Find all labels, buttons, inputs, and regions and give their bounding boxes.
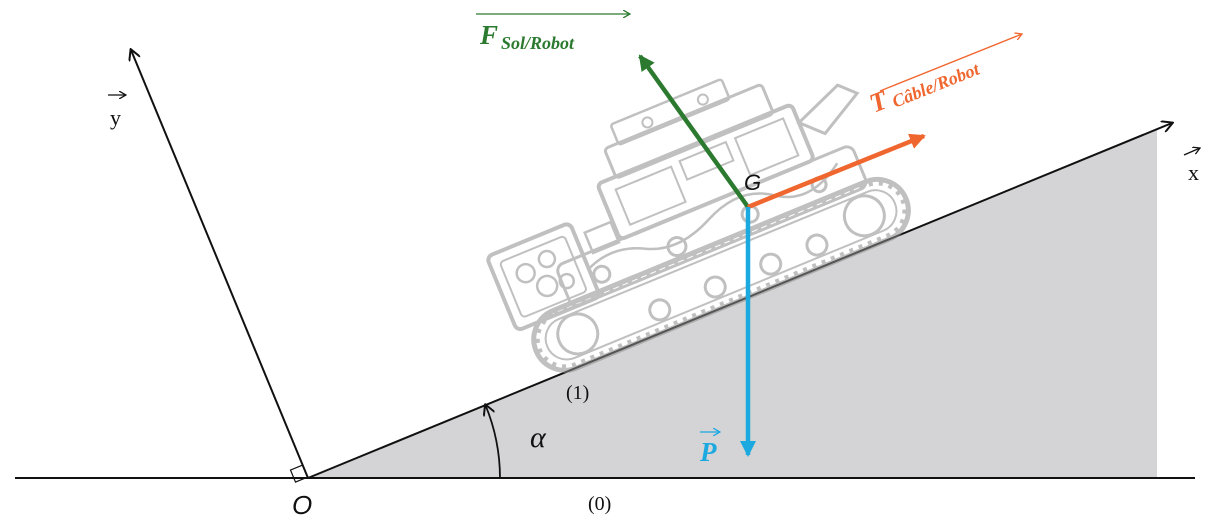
- cable-force-label-group: TCâble/Robot: [865, 48, 983, 119]
- y-axis-label: y: [110, 105, 121, 130]
- weight-label: P: [699, 437, 717, 467]
- ground-label: (0): [588, 493, 611, 515]
- cable-force-arrow: [747, 133, 926, 210]
- cable-force-vector-bar: [879, 34, 1022, 92]
- cable-force-subscript: Câble/Robot: [889, 58, 983, 111]
- ground-force-subscript: Sol/Robot: [501, 33, 575, 53]
- x-axis-vector-bar: [1183, 148, 1200, 156]
- slope-label: (1): [566, 382, 589, 404]
- x-axis-label: x: [1188, 160, 1199, 185]
- right-angle-mark: [289, 464, 308, 483]
- ground-force-symbol: F: [479, 20, 498, 50]
- angle-label: α: [530, 421, 547, 454]
- cable-force-label: TCâble/Robot: [865, 48, 983, 119]
- origin-label: O: [292, 490, 312, 520]
- angle-arc: [486, 405, 501, 479]
- y-axis: [131, 50, 309, 479]
- ground-force-arrow: [638, 54, 750, 209]
- center-of-mass-label: G: [744, 170, 761, 195]
- cable-force-symbol: T: [865, 84, 893, 119]
